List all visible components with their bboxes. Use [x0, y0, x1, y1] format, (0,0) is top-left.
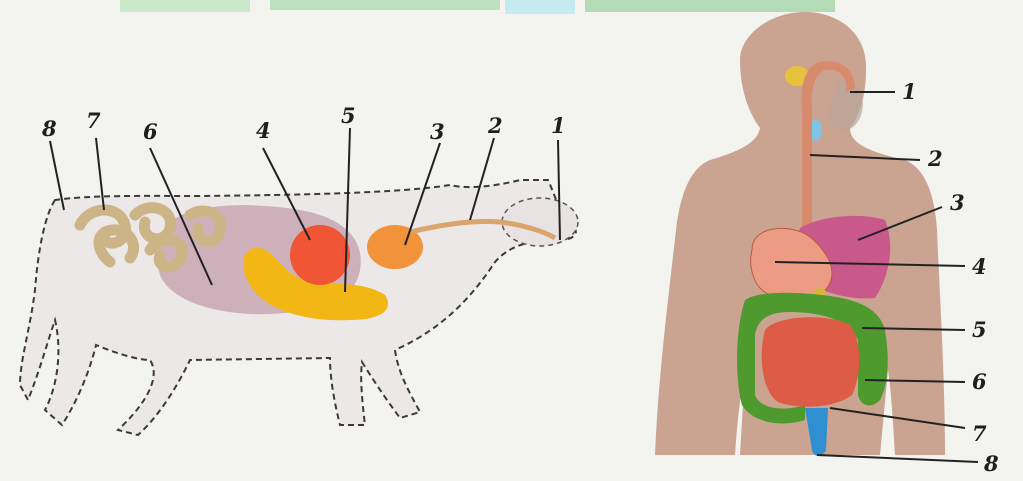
human-label-5: 5 — [972, 317, 987, 342]
top-banner — [0, 0, 1023, 14]
cow-label-1: 1 — [551, 113, 566, 138]
human-label-8: 8 — [983, 451, 999, 476]
human-diagram: 1 2 3 4 5 6 7 8 — [655, 12, 999, 476]
cow-reticulum — [290, 225, 350, 285]
cow-label-6: 6 — [143, 119, 158, 144]
human-label-4: 4 — [972, 254, 987, 279]
human-label-6: 6 — [972, 369, 987, 394]
cow-label-8: 8 — [41, 116, 57, 141]
human-label-3: 3 — [950, 190, 965, 215]
cow-label-5: 5 — [341, 103, 356, 128]
human-label-7: 7 — [972, 421, 987, 446]
cow-label-2: 2 — [487, 113, 503, 138]
human-small-intestine — [762, 317, 860, 407]
human-label-2: 2 — [927, 146, 943, 171]
cow-label-7: 7 — [86, 108, 101, 133]
cow-label-3: 3 — [430, 119, 445, 144]
cow-label-4: 4 — [256, 118, 271, 143]
human-label-1: 1 — [902, 79, 917, 104]
cow-diagram: 1 2 3 4 5 6 7 8 — [20, 103, 578, 435]
